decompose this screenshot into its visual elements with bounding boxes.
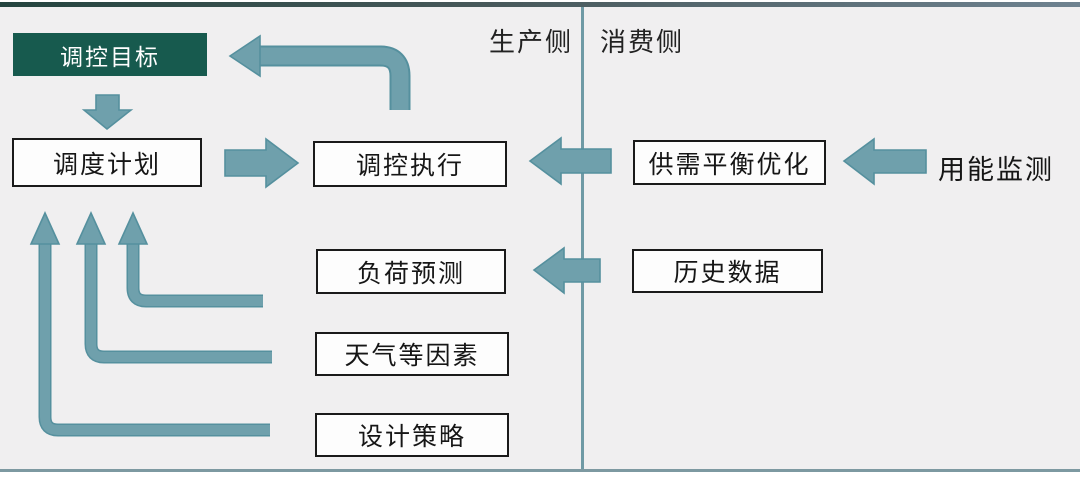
section-divider-line	[581, 7, 584, 470]
node-design-strategy: 设计策略	[315, 413, 509, 457]
node-dispatch-plan: 调度计划	[12, 138, 202, 187]
top-frame-bar	[0, 2, 1080, 7]
node-weather-factors: 天气等因素	[315, 332, 509, 376]
production-side-label: 生产侧	[489, 28, 574, 57]
node-control-target: 调控目标	[13, 33, 207, 76]
consumption-side-label: 消费侧	[600, 28, 685, 57]
energy-monitoring-label: 用能监测	[938, 155, 1054, 185]
node-supply-demand-balance: 供需平衡优化	[633, 140, 826, 185]
diagram-canvas	[0, 7, 1080, 469]
node-load-forecast: 负荷预测	[316, 249, 506, 294]
node-historical-data: 历史数据	[632, 249, 823, 293]
bottom-frame-line	[0, 469, 1080, 472]
node-control-execution: 调控执行	[313, 141, 507, 187]
